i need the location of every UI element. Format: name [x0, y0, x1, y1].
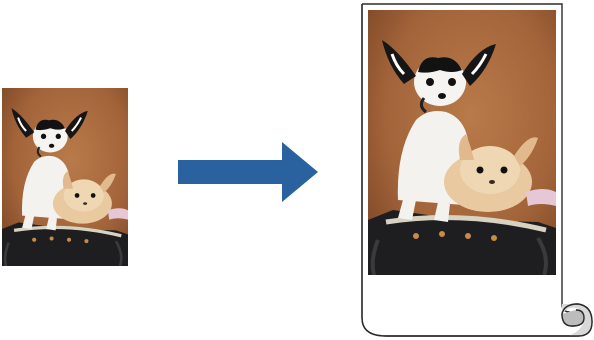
dog-photo-icon	[2, 88, 128, 266]
right-arrow-icon	[178, 142, 318, 202]
dog-photo-icon	[368, 10, 556, 275]
enlarged-print	[368, 10, 556, 275]
original-photo	[2, 88, 128, 266]
